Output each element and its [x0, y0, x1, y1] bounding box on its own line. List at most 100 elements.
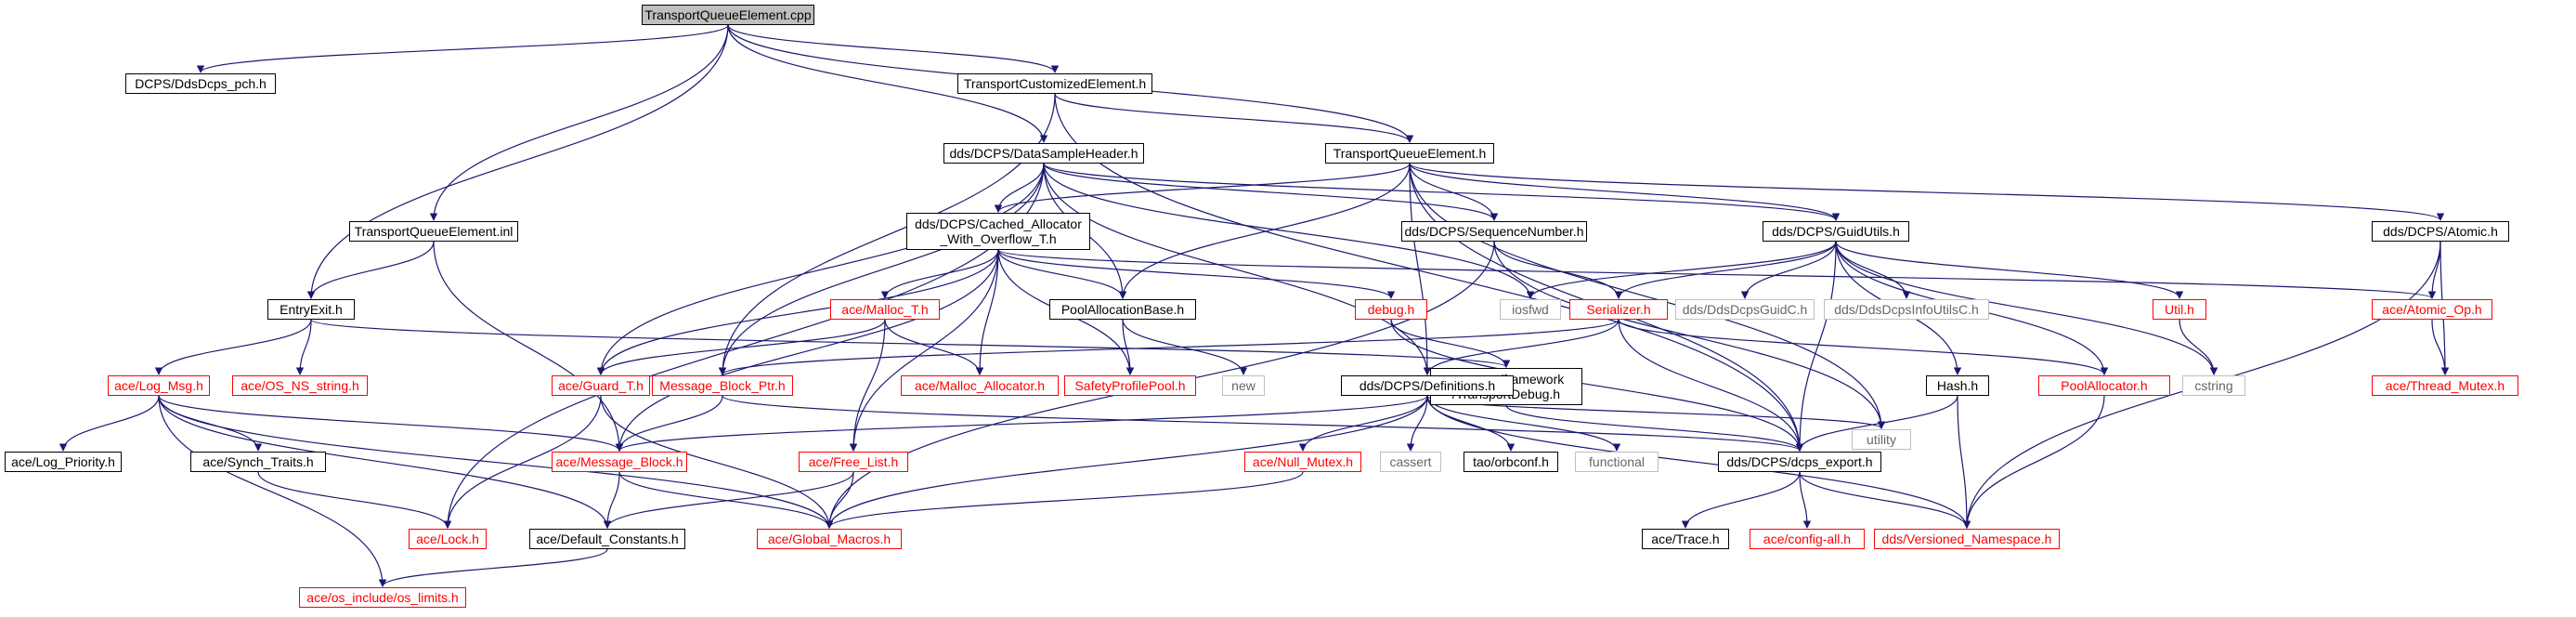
node-null-mutex[interactable]: ace/Null_Mutex.h	[1244, 452, 1361, 472]
node-serializer[interactable]: Serializer.h	[1569, 299, 1668, 320]
edge-ser-defs	[1423, 319, 1620, 375]
node-dcps-export[interactable]: dds/DCPS/dcps_export.h	[1718, 452, 1881, 472]
edge-malloc-freelist	[849, 319, 886, 452]
node-trace[interactable]: ace/Trace.h	[1642, 529, 1729, 549]
edge-tce-tqeh	[1054, 93, 1414, 143]
edge-tdebug-export	[1505, 404, 1804, 452]
node-dcps-atomic[interactable]: dds/DCPS/Atomic.h	[2372, 221, 2509, 242]
edge-defconst-oslimits	[378, 548, 608, 587]
edge-atomop-thrmutex	[2431, 319, 2450, 375]
node-os-ns-string[interactable]: ace/OS_NS_string.h	[232, 375, 368, 396]
node-guard-t[interactable]: ace/Guard_T.h	[552, 375, 650, 396]
node-atomic-op[interactable]: ace/Atomic_Op.h	[2372, 299, 2492, 320]
edge-debug-export	[1390, 319, 1804, 452]
edge-logmsg-defconst	[158, 395, 612, 529]
node-functional[interactable]: functional	[1575, 452, 1659, 472]
edge-freelist-defconst	[603, 471, 854, 529]
edge-dsh-guid	[1043, 163, 1840, 221]
node-log-msg[interactable]: ace/Log_Msg.h	[108, 375, 210, 396]
edge-tqeh-cawo	[994, 163, 1411, 213]
node-transportcustomizedelement[interactable]: TransportCustomizedElement.h	[957, 73, 1152, 94]
node-transportqueueelement-inl[interactable]: TransportQueueElement.inl	[349, 221, 518, 242]
edge-entry-osns	[295, 319, 312, 375]
edge-root-entry	[306, 24, 729, 299]
node-debug[interactable]: debug.h	[1355, 299, 1427, 320]
edge-root-tqei	[429, 24, 729, 221]
node-safetyprofilepool[interactable]: SafetyProfilePool.h	[1064, 375, 1196, 396]
node-log-priority[interactable]: ace/Log_Priority.h	[5, 452, 122, 472]
node-malloc-t[interactable]: ace/Malloc_T.h	[830, 299, 940, 320]
edge-msgblock-globmac	[618, 471, 834, 529]
node-free-list[interactable]: ace/Free_List.h	[799, 452, 908, 472]
edge-dsh-defs	[1043, 163, 1432, 375]
edge-defs-globmac	[825, 395, 1428, 529]
edge-mbp-msgblock	[615, 395, 723, 452]
node-transportqueueelement-cpp: TransportQueueElement.cpp	[642, 5, 814, 25]
node-message-block[interactable]: ace/Message_Block.h	[552, 452, 687, 472]
edge-defs-nullmutex	[1298, 395, 1428, 452]
node-global-macros[interactable]: ace/Global_Macros.h	[757, 529, 902, 549]
node-thread-mutex[interactable]: ace/Thread_Mutex.h	[2372, 375, 2518, 396]
edge-logmsg-logprio	[59, 395, 160, 452]
node-cached-allocator-with-overflow[interactable]: dds/DCPS/Cached_Allocator _With_Overflow…	[906, 213, 1090, 250]
node-versioned-namespace[interactable]: dds/Versioned_Namespace.h	[1874, 529, 2060, 549]
edge-cawo-msgblock	[615, 249, 999, 452]
edge-cawo-guard	[596, 249, 999, 375]
node-cstring[interactable]: cstring	[2182, 375, 2245, 396]
node-new[interactable]: new	[1222, 375, 1265, 396]
edge-guard-globmac	[600, 395, 834, 529]
node-util[interactable]: Util.h	[2153, 299, 2206, 320]
node-iosfwd[interactable]: iosfwd	[1500, 299, 1561, 320]
edge-defs-versns	[1426, 395, 1971, 529]
node-poolallocator[interactable]: PoolAllocator.h	[2038, 375, 2170, 396]
edge-tqeh-utility	[1409, 163, 1886, 429]
edge-cawo-atomop	[997, 249, 2436, 299]
edge-hash-export	[1795, 395, 1958, 452]
edge-tqeh-pab	[1118, 163, 1411, 299]
edge-tqeh-atomic	[1409, 163, 2444, 221]
edge-defs-msgblock	[616, 395, 1428, 452]
edge-cawo-debug	[997, 249, 1396, 299]
edge-util-cstring	[2179, 319, 2218, 375]
node-utility[interactable]: utility	[1852, 429, 1911, 450]
edge-cawo-freelist	[849, 249, 999, 452]
edge-freelist-globmac	[825, 471, 854, 529]
node-orbconf[interactable]: tao/orbconf.h	[1464, 452, 1558, 472]
edge-guid-cstring	[1835, 241, 2218, 375]
edge-export-configall	[1799, 471, 1812, 529]
node-cassert[interactable]: cassert	[1380, 452, 1441, 472]
edge-ser-mbp	[719, 319, 1620, 375]
node-transportqueueelement-h[interactable]: TransportQueueElement.h	[1325, 143, 1494, 164]
node-poolallocationbase[interactable]: PoolAllocationBase.h	[1049, 299, 1196, 320]
edge-export-trace	[1681, 471, 1801, 529]
edge-root-pch	[196, 24, 729, 73]
node-datasampleheader[interactable]: dds/DCPS/DataSampleHeader.h	[943, 143, 1144, 164]
edge-ser-export	[1618, 319, 1804, 452]
edge-hash-versns	[1957, 395, 1971, 529]
edge-cawo-malloc	[880, 249, 999, 299]
node-lock[interactable]: ace/Lock.h	[409, 529, 487, 549]
edge-tqeh-guid	[1409, 163, 1841, 221]
node-message-block-ptr[interactable]: Message_Block_Ptr.h	[652, 375, 793, 396]
edge-tqei-entry	[306, 241, 435, 299]
edge-ser-poolalloc	[1618, 319, 2109, 375]
node-ddsdcpsguidc[interactable]: dds/DdsDcpsGuidC.h	[1675, 299, 1815, 320]
node-synch-traits[interactable]: ace/Synch_Traits.h	[190, 452, 326, 472]
node-config-all[interactable]: ace/config-all.h	[1750, 529, 1865, 549]
edge-dsh-guard	[596, 163, 1045, 375]
node-ddsdcps-pch[interactable]: DCPS/DdsDcps_pch.h	[125, 73, 276, 94]
edge-seqn-ser	[1493, 241, 1623, 299]
node-hash[interactable]: Hash.h	[1926, 375, 1989, 396]
edge-synch-lock	[257, 471, 452, 529]
node-os-limits[interactable]: ace/os_include/os_limits.h	[299, 587, 466, 608]
node-guidutils[interactable]: dds/DCPS/GuidUtils.h	[1763, 221, 1909, 242]
edge-malloc-guard	[596, 319, 886, 375]
node-default-constants[interactable]: ace/Default_Constants.h	[529, 529, 685, 549]
node-ddsdcpsinfoutilsc[interactable]: dds/DdsDcpsInfoUtilsC.h	[1824, 299, 1989, 320]
node-definitions[interactable]: dds/DCPS/Definitions.h	[1341, 375, 1514, 396]
node-malloc-allocator[interactable]: ace/Malloc_Allocator.h	[901, 375, 1059, 396]
node-entryexit[interactable]: EntryExit.h	[267, 299, 355, 320]
edge-root-tce	[727, 24, 1060, 73]
node-sequencenumber[interactable]: dds/DCPS/SequenceNumber.h	[1401, 221, 1587, 242]
